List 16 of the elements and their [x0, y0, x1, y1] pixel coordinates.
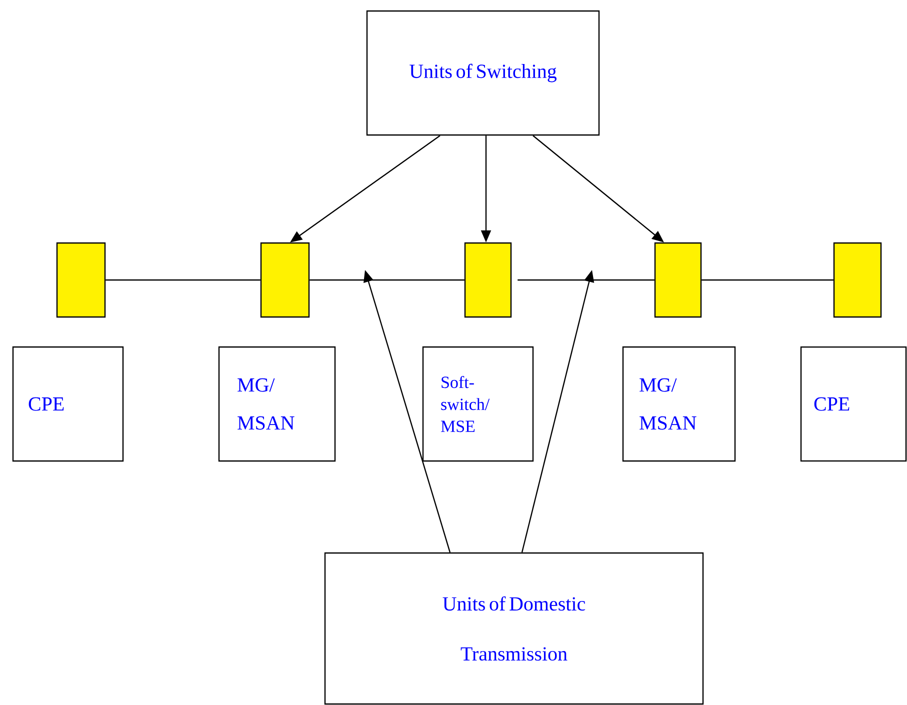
connector-line — [106, 279, 260, 281]
unit-box: Units of Domestic Transmission — [324, 552, 704, 705]
connection-box — [260, 242, 310, 318]
connector-line — [518, 279, 654, 281]
unit-box: MG/ MSAN — [218, 346, 336, 462]
unit-box: CPE — [12, 346, 124, 462]
connection-box — [833, 242, 882, 318]
unit-box: CPE — [800, 346, 907, 462]
connection-box — [56, 242, 106, 318]
connector-line — [702, 279, 834, 281]
connector-line — [310, 279, 464, 281]
unit-box: Soft- switch/ MSE — [422, 346, 534, 462]
unit-box: MG/ MSAN — [622, 346, 736, 462]
connection-box — [464, 242, 512, 318]
connection-box — [654, 242, 702, 318]
unit-box: Units of Switching — [366, 10, 600, 136]
